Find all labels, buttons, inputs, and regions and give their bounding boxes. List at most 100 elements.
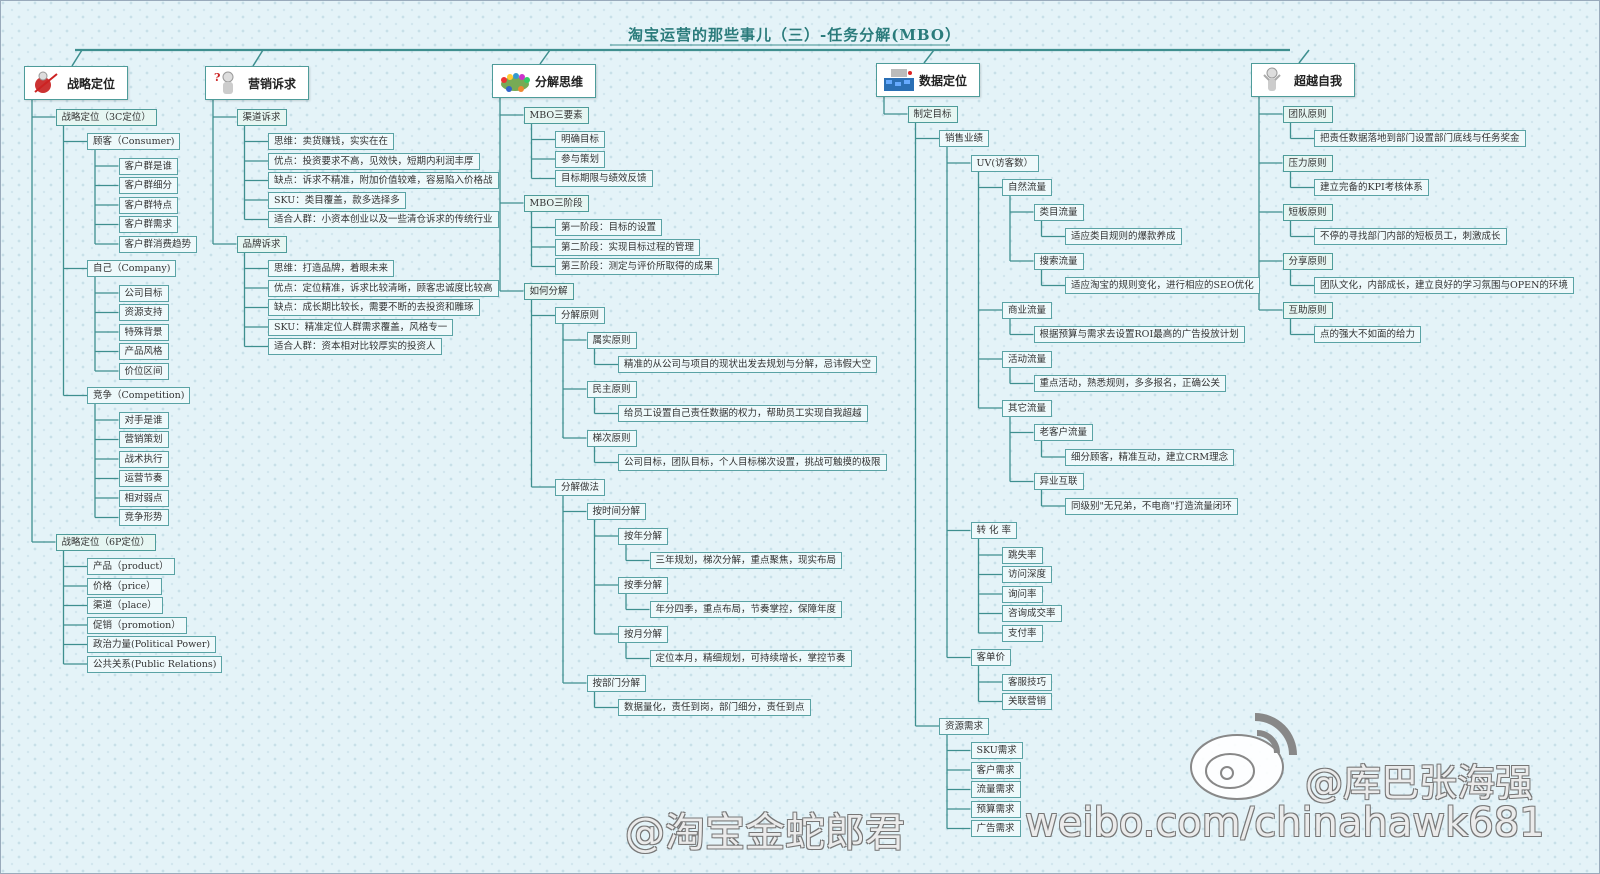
root-topic-5[interactable]: 超越自我 [1251, 63, 1356, 97]
topic-node[interactable]: 团队原则 [1282, 105, 1333, 123]
topic-node[interactable]: 活动流量 [1002, 350, 1053, 368]
topic-node[interactable]: 类目流量 [1033, 203, 1084, 221]
topic-node[interactable]: 如何分解 [523, 282, 574, 300]
topic-node[interactable]: 战略定位（3C定位） [55, 108, 157, 126]
topic-node[interactable]: 属实原则 [586, 331, 637, 349]
leaf-node[interactable]: 适应淘宝的规则变化，进行相应的SEO优化 [1065, 277, 1260, 294]
topic-node[interactable]: 短板原则 [1282, 203, 1333, 221]
leaf-node[interactable]: 第三阶段：测定与评价所取得的成果 [555, 258, 720, 275]
topic-node[interactable]: 自然流量 [1002, 179, 1053, 196]
topic-node[interactable]: 按月分解 [618, 625, 669, 643]
leaf-node[interactable]: 价格（price） [87, 577, 162, 595]
leaf-node[interactable]: 精准的从公司与项目的现状出发去规划与分解，忌讳假大空 [618, 356, 878, 373]
topic-node[interactable]: 其它流量 [1002, 399, 1053, 417]
leaf-node[interactable]: 客户群细分 [118, 177, 179, 194]
leaf-node[interactable]: 参与策划 [555, 150, 606, 168]
leaf-node[interactable]: 公司目标 [118, 284, 169, 302]
leaf-node[interactable]: SKU：类目覆盖，款多选择多 [268, 191, 406, 209]
leaf-node[interactable]: 缺点：成长期比较长，需要不断的去投资和雕琢 [268, 299, 480, 316]
leaf-node[interactable]: 缺点：诉求不精准，附加价值较难，容易陷入价格战 [268, 172, 499, 189]
topic-node[interactable]: 客单价 [970, 649, 1012, 666]
topic-node[interactable]: 顾客（Consumer) [87, 133, 181, 150]
leaf-node[interactable]: 给员工设置自己责任数据的权力，帮助员工实现自我超越 [618, 405, 868, 422]
leaf-node[interactable]: 客户需求 [970, 761, 1021, 779]
topic-node[interactable]: 制定目标 [907, 105, 958, 123]
leaf-node[interactable]: 适合人群：资本相对比较厚实的投资人 [268, 338, 442, 355]
leaf-node[interactable]: 关联营销 [1002, 693, 1053, 710]
leaf-node[interactable]: 优点：定位精准，诉求比较清晰，顾客忠诚度比较高 [268, 279, 499, 297]
leaf-node[interactable]: 询问率 [1002, 585, 1043, 603]
leaf-node[interactable]: 明确目标 [555, 131, 606, 148]
topic-node[interactable]: MBO三要素 [523, 106, 589, 124]
leaf-node[interactable]: 年分四季，重点布局，节奏掌控，保障年度 [649, 601, 843, 618]
leaf-node[interactable]: 适应类目规则的爆款养成 [1065, 228, 1182, 245]
leaf-node[interactable]: 目标期限与绩效反馈 [555, 170, 653, 187]
leaf-node[interactable]: 资源支持 [118, 304, 169, 321]
root-topic-1[interactable]: 战略定位 [24, 66, 129, 100]
topic-node[interactable]: 互助原则 [1282, 301, 1333, 319]
topic-node[interactable]: 竞争（Competition) [87, 387, 191, 404]
leaf-node[interactable]: 支付率 [1002, 624, 1043, 642]
topic-node[interactable]: 分解原则 [555, 307, 606, 324]
topic-node[interactable]: 按季分解 [618, 576, 669, 594]
topic-node[interactable]: 按部门分解 [586, 674, 647, 692]
leaf-node[interactable]: 竞争形势 [118, 509, 169, 526]
leaf-node[interactable]: SKU：精准定位人群需求覆盖，风格专一 [268, 318, 454, 336]
leaf-node[interactable]: 适合人群：小资本创业以及一些清仓诉求的传统行业 [268, 211, 499, 228]
leaf-node[interactable]: 公共关系(Public Relations) [87, 655, 223, 673]
topic-node[interactable]: UV(访客数） [970, 154, 1040, 172]
leaf-node[interactable]: 优点：投资要求不高，见效快，短期内利润丰厚 [268, 152, 480, 170]
leaf-node[interactable]: 客户群特点 [118, 196, 179, 214]
root-topic-2[interactable]: ?营销诉求 [205, 66, 310, 100]
topic-node[interactable]: 分享原则 [1282, 252, 1333, 270]
leaf-node[interactable]: 政治力量(Political Power) [87, 636, 217, 653]
leaf-node[interactable]: 相对弱点 [118, 489, 169, 507]
topic-node[interactable]: 战略定位（6P定位） [55, 533, 156, 551]
map-title[interactable]: 淘宝运营的那些事儿（三）-任务分解(MBO） [628, 26, 961, 44]
leaf-node[interactable]: 思维：卖货赚钱，实实在在 [268, 133, 395, 150]
leaf-node[interactable]: 广告需求 [970, 820, 1021, 837]
topic-node[interactable]: 压力原则 [1282, 154, 1333, 172]
leaf-node[interactable]: 公司目标，团队目标，个人目标梯次设置，挑战可触摸的极限 [618, 454, 887, 471]
leaf-node[interactable]: 运营节奏 [118, 470, 169, 487]
topic-node[interactable]: 搜索流量 [1033, 252, 1084, 270]
leaf-node[interactable]: 预算需求 [970, 800, 1021, 818]
leaf-node[interactable]: 战术执行 [118, 450, 169, 468]
topic-node[interactable]: 按年分解 [618, 527, 669, 545]
leaf-node[interactable]: 流量需求 [970, 781, 1021, 798]
leaf-node[interactable]: 客服技巧 [1002, 673, 1053, 691]
leaf-node[interactable]: 促销（promotion） [87, 616, 187, 634]
topic-node[interactable]: 分解做法 [555, 478, 606, 496]
leaf-node[interactable]: 不停的寻找部门内部的短板员工，刺激成长 [1314, 228, 1507, 245]
topic-node[interactable]: 民主原则 [586, 380, 637, 398]
leaf-node[interactable]: 特殊背景 [118, 323, 169, 341]
leaf-node[interactable]: 产品风格 [118, 343, 169, 360]
topic-node[interactable]: 销售业绩 [939, 130, 990, 147]
topic-node[interactable]: 品牌诉求 [236, 235, 287, 253]
leaf-node[interactable]: 咨询成交率 [1002, 605, 1062, 622]
leaf-node[interactable]: 把责任数据落地到部门设置部门底线与任务奖金 [1314, 130, 1526, 147]
topic-node[interactable]: 自己（Company) [87, 260, 177, 277]
leaf-node[interactable]: 客户群需求 [118, 216, 179, 233]
leaf-node[interactable]: 思维：打造品牌，着眼未来 [268, 260, 395, 277]
topic-node[interactable]: 老客户流量 [1033, 424, 1094, 441]
leaf-node[interactable]: 建立完备的KPI考核体系 [1314, 179, 1429, 196]
leaf-node[interactable]: 点的强大不如面的给力 [1314, 326, 1422, 343]
leaf-node[interactable]: 第二阶段：实现目标过程的管理 [555, 238, 701, 256]
topic-node[interactable]: 转 化 率 [970, 522, 1018, 539]
leaf-node[interactable]: 第一阶段：目标的设置 [555, 219, 663, 236]
topic-node[interactable]: 按时间分解 [586, 503, 647, 520]
leaf-node[interactable]: 同级别"无兄弟，不电商"打造流量闭环 [1065, 497, 1238, 515]
leaf-node[interactable]: 营销策划 [118, 431, 169, 448]
leaf-node[interactable]: 产品（product） [87, 558, 175, 575]
topic-node[interactable]: 异业互联 [1033, 473, 1084, 490]
leaf-node[interactable]: SKU需求 [970, 742, 1023, 759]
leaf-node[interactable]: 三年规划，梯次分解，重点聚焦，现实布局 [649, 552, 843, 569]
leaf-node[interactable]: 重点活动，熟悉规则，多多报名，正确公关 [1033, 375, 1227, 392]
leaf-node[interactable]: 根据预算与需求去设置ROI最高的广告投放计划 [1033, 326, 1245, 343]
topic-node[interactable]: 渠道诉求 [236, 108, 287, 126]
topic-node[interactable]: 梯次原则 [586, 429, 637, 447]
leaf-node[interactable]: 对手是谁 [118, 411, 169, 429]
topic-node[interactable]: 商业流量 [1002, 301, 1053, 319]
leaf-node[interactable]: 数据量化，责任到岗，部门细分，责任到点 [618, 699, 811, 716]
